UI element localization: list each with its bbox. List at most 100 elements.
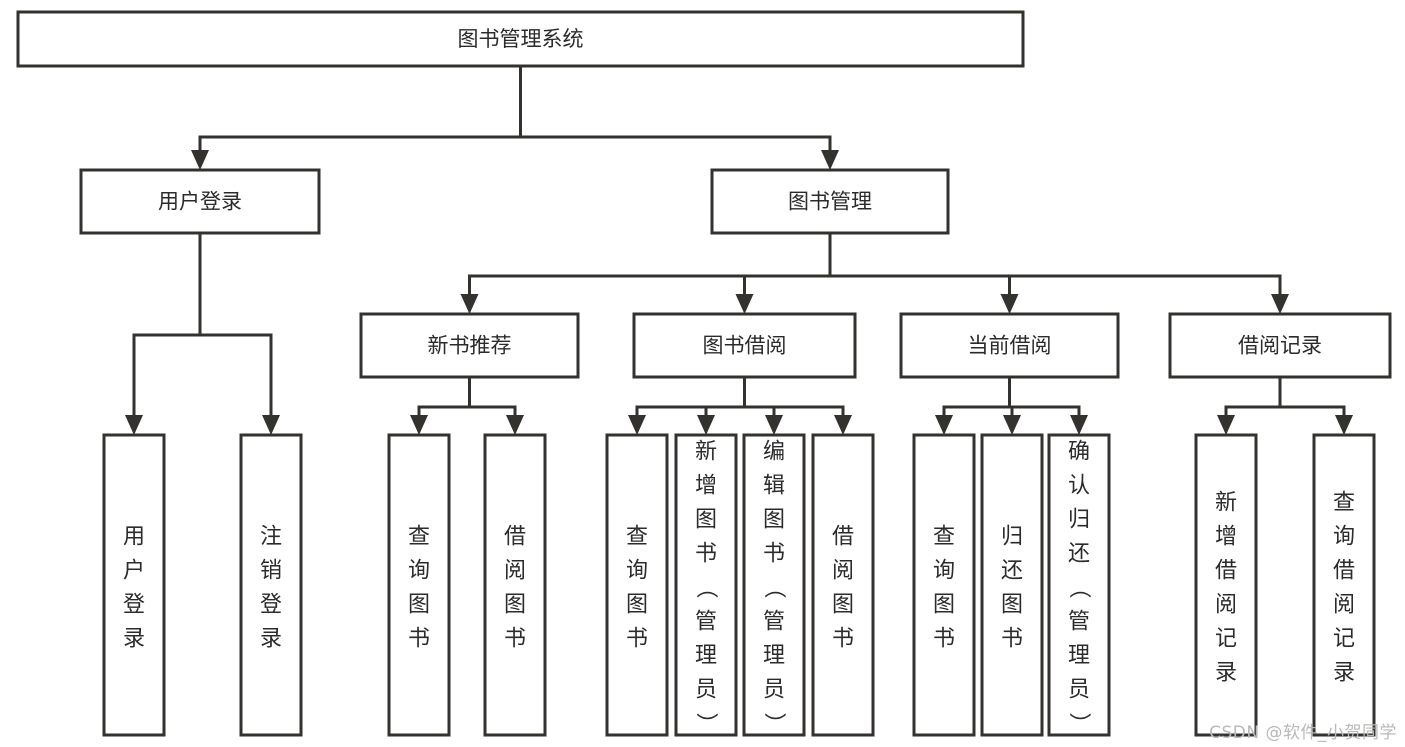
arrow-head-icon	[410, 415, 428, 435]
node-label-char: 录	[1215, 661, 1237, 686]
node-label-char: 编	[763, 440, 785, 465]
node-label-char: 询	[1333, 525, 1355, 550]
node-label-char: ）	[693, 713, 718, 735]
leaf-box-leaf-query-book-2[interactable]	[605, 433, 669, 737]
arrow-head-icon	[262, 415, 280, 435]
node-label-char: 员	[1068, 678, 1090, 703]
node-label-current-borrow: 当前借阅	[968, 334, 1052, 358]
node-label-char: 阅	[504, 559, 526, 584]
node-label-book-management: 图书管理	[788, 190, 872, 214]
node-label-char: 还	[1001, 559, 1023, 584]
node-label-char: 确	[1068, 440, 1090, 465]
node-label-char: 查	[1333, 491, 1355, 516]
leaf-box-leaf-add-book-admin[interactable]	[674, 433, 738, 737]
leaf-box-leaf-return-book[interactable]	[980, 433, 1044, 737]
node-label-char: 查	[626, 525, 648, 550]
arrow-head-icon	[1000, 294, 1019, 314]
node-label-char: （	[761, 577, 786, 599]
leaf-box-leaf-borrow-book-2[interactable]	[811, 433, 875, 737]
node-label-char: 书	[408, 627, 430, 652]
node-label-char: 图	[1001, 593, 1023, 618]
node-label-char: 理	[763, 644, 785, 669]
node-label-char: ）	[1066, 713, 1091, 735]
node-label-char: 理	[1068, 644, 1090, 669]
node-label-char: 记	[1215, 627, 1237, 652]
leaf-box-leaf-query-book-1[interactable]	[387, 433, 451, 737]
node-label-char: 归	[1001, 525, 1023, 550]
leaf-box-leaf-logout[interactable]	[239, 433, 303, 737]
leaf-box-leaf-edit-book-admin[interactable]	[742, 433, 806, 737]
node-box-user-login[interactable]	[79, 168, 321, 235]
node-box-book-management[interactable]	[710, 168, 950, 235]
node-label-char: 增	[1215, 525, 1237, 550]
node-label-char: 增	[695, 474, 717, 499]
node-label-char: 归	[1068, 508, 1090, 533]
node-label-new-book-recommend: 新书推荐	[428, 334, 512, 358]
node-box-current-borrow[interactable]	[899, 312, 1120, 379]
node-label-char: 书	[504, 627, 526, 652]
node-label-char: 借	[832, 525, 854, 550]
node-label-char: 认	[1068, 474, 1090, 499]
node-label-char: 图	[626, 593, 648, 618]
arrow-head-icon	[697, 415, 715, 435]
node-label-char: 书	[832, 627, 854, 652]
node-label-char: 图	[695, 508, 717, 533]
connector-layer	[125, 64, 1353, 435]
arrow-head-icon	[1335, 415, 1353, 435]
node-label-user-login: 用户登录	[158, 190, 242, 214]
node-label-char: （	[693, 577, 718, 599]
leaf-box-leaf-confirm-return-admin[interactable]	[1047, 433, 1111, 737]
node-label-char: 询	[933, 559, 955, 584]
node-label-char: 管	[1068, 610, 1090, 635]
node-label-char: 书	[1001, 627, 1023, 652]
node-label-char: 记	[1333, 627, 1355, 652]
leaf-box-leaf-user-login[interactable]	[102, 433, 166, 737]
arrow-head-icon	[506, 415, 524, 435]
node-label-char: 理	[695, 644, 717, 669]
node-label-char: 书	[626, 627, 648, 652]
node-label-char: 销	[260, 559, 282, 584]
node-label-char: 借	[1215, 559, 1237, 584]
node-label-char: 辑	[763, 474, 785, 499]
arrow-head-icon	[1271, 294, 1289, 314]
leaf-label-leaf-user-login: 用户登录	[123, 525, 145, 652]
node-label-borrow-record: 借阅记录	[1238, 334, 1322, 358]
node-box-borrow-record[interactable]	[1168, 312, 1392, 379]
leaf-box-leaf-add-record[interactable]	[1194, 433, 1258, 737]
node-label-char: 录	[1333, 661, 1355, 686]
leaf-box-leaf-borrow-book-1[interactable]	[483, 433, 547, 737]
leaf-box-leaf-query-book-3[interactable]	[912, 433, 976, 737]
node-layer: 图书管理系统用户登录图书管理新书推荐图书借阅当前借阅借阅记录用户登录注销登录查询…	[16, 10, 1392, 737]
arrow-head-icon	[821, 150, 839, 170]
node-label-char: 管	[763, 610, 785, 635]
node-label-char: 录	[260, 627, 282, 652]
node-box-book-borrow[interactable]	[632, 312, 857, 379]
node-root-box[interactable]	[16, 10, 1025, 68]
node-label-char: 图	[408, 593, 430, 618]
node-label-char: 注	[260, 525, 282, 550]
node-label-char: 图	[832, 593, 854, 618]
arrow-head-icon	[1217, 415, 1235, 435]
node-label-char: （	[1066, 577, 1091, 599]
node-box-new-book-recommend[interactable]	[359, 312, 580, 379]
node-label-char: 录	[123, 627, 145, 652]
node-label-char: 新	[695, 440, 717, 465]
arrow-head-icon	[1003, 415, 1021, 435]
node-label-char: 阅	[1215, 593, 1237, 618]
node-label-char: 书	[933, 627, 955, 652]
arrow-head-icon	[125, 415, 143, 435]
leaf-box-leaf-query-record[interactable]	[1312, 433, 1376, 737]
node-label-book-borrow: 图书借阅	[703, 334, 787, 358]
arrow-head-icon	[628, 415, 646, 435]
arrow-head-icon	[191, 150, 209, 170]
node-label-char: 图	[504, 593, 526, 618]
